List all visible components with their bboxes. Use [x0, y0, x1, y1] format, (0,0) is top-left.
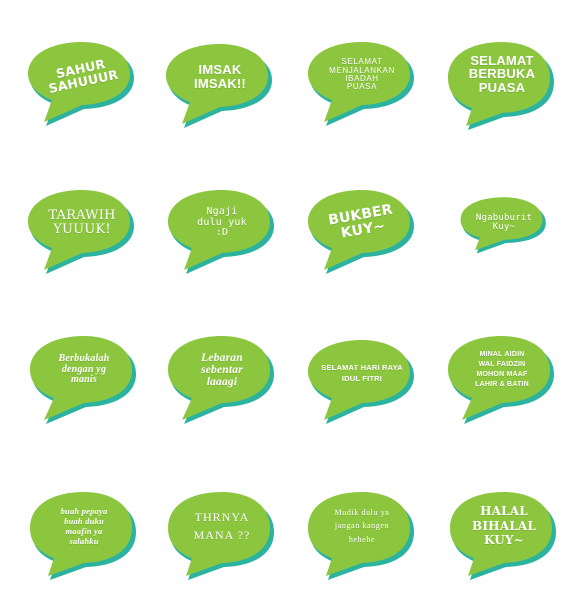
speech-bubble-icon — [168, 492, 274, 580]
sticker-text: Lebaran sebentar laaagi — [201, 351, 243, 389]
sticker-sahur[interactable]: SAHUR SAHUUUR — [22, 38, 142, 130]
speech-bubble-icon — [28, 42, 134, 126]
sticker-ngabuburit[interactable]: Ngabuburit Kuy~ — [444, 194, 562, 286]
speech-bubble-icon — [168, 336, 274, 424]
sticker-text: MINAL AIDIN WAL FAIDZIN MOHON MAAF LAHIR… — [475, 350, 529, 389]
sticker-berbukalah[interactable]: Berbukalah dengan yg manis — [24, 330, 144, 424]
sticker-text: THRNYA MANA ?? — [193, 510, 251, 542]
speech-bubble-icon — [448, 42, 554, 130]
speech-bubble-icon — [450, 492, 556, 580]
sticker-halal-bihalal[interactable]: HALAL BIHALAL KUY~ — [444, 484, 562, 580]
sticker-text: buah pepaya buah duku maafin ya salahku — [60, 505, 108, 547]
speech-bubble-icon — [460, 197, 546, 254]
sticker-text: Ngabuburit Kuy~ — [475, 212, 533, 232]
sticker-thrnya[interactable]: THRNYA MANA ?? — [162, 484, 282, 580]
sticker-text: SELAMAT HARI RAYA IDUL FITRI — [321, 362, 403, 383]
sticker-text: SELAMAT MENJALANKAN IBADAH PUASA — [329, 57, 395, 92]
sticker-buah-pepaya[interactable]: buah pepaya buah duku maafin ya salahku — [24, 484, 144, 580]
sticker-selamat-berbuka[interactable]: SELAMAT BERBUKA PUASA — [442, 34, 562, 130]
speech-bubble-icon — [168, 190, 274, 274]
sticker-text: IMSAK IMSAK!! — [194, 62, 246, 91]
sticker-imsak[interactable]: IMSAK IMSAK!! — [160, 40, 280, 132]
speech-bubble-icon — [166, 44, 272, 128]
sticker-lebaran[interactable]: Lebaran sebentar laaagi — [162, 330, 282, 424]
sticker-text: HALAL BIHALAL KUY~ — [472, 504, 536, 548]
speech-bubble-icon — [308, 492, 414, 580]
speech-bubble-icon — [308, 190, 414, 274]
sticker-text: Berbukalah dengan yg manis — [58, 353, 110, 386]
sticker-tarawih[interactable]: TARAWIH YUUUK! — [22, 186, 142, 278]
speech-bubble-icon — [448, 336, 554, 424]
sticker-bukber[interactable]: BUKBER KUY~ — [302, 186, 422, 278]
speech-bubble-icon — [308, 340, 414, 424]
sticker-mudik[interactable]: Mudik dulu ya jangan kangen hehehe — [302, 484, 422, 580]
sticker-minal-aidin[interactable]: MINAL AIDIN WAL FAIDZIN MOHON MAAF LAHIR… — [442, 330, 562, 424]
sticker-text: Ngaji dulu yuk :D — [197, 206, 247, 239]
speech-bubble-icon — [308, 42, 414, 126]
sticker-selamat-menjalankan[interactable]: SELAMAT MENJALANKAN IBADAH PUASA — [302, 38, 422, 130]
sticker-text: Mudik dulu ya jangan kangen hehehe — [334, 507, 390, 544]
speech-bubble-icon — [30, 492, 136, 580]
speech-bubble-icon — [30, 336, 136, 424]
sticker-text: SELAMAT BERBUKA PUASA — [468, 52, 536, 95]
sticker-selamat-hari-raya[interactable]: SELAMAT HARI RAYA IDUL FITRI — [302, 336, 422, 428]
sticker-text: TARAWIH YUUUK! — [48, 208, 116, 237]
speech-bubble-icon — [28, 190, 134, 274]
sticker-ngaji[interactable]: Ngaji dulu yuk :D — [162, 186, 282, 278]
